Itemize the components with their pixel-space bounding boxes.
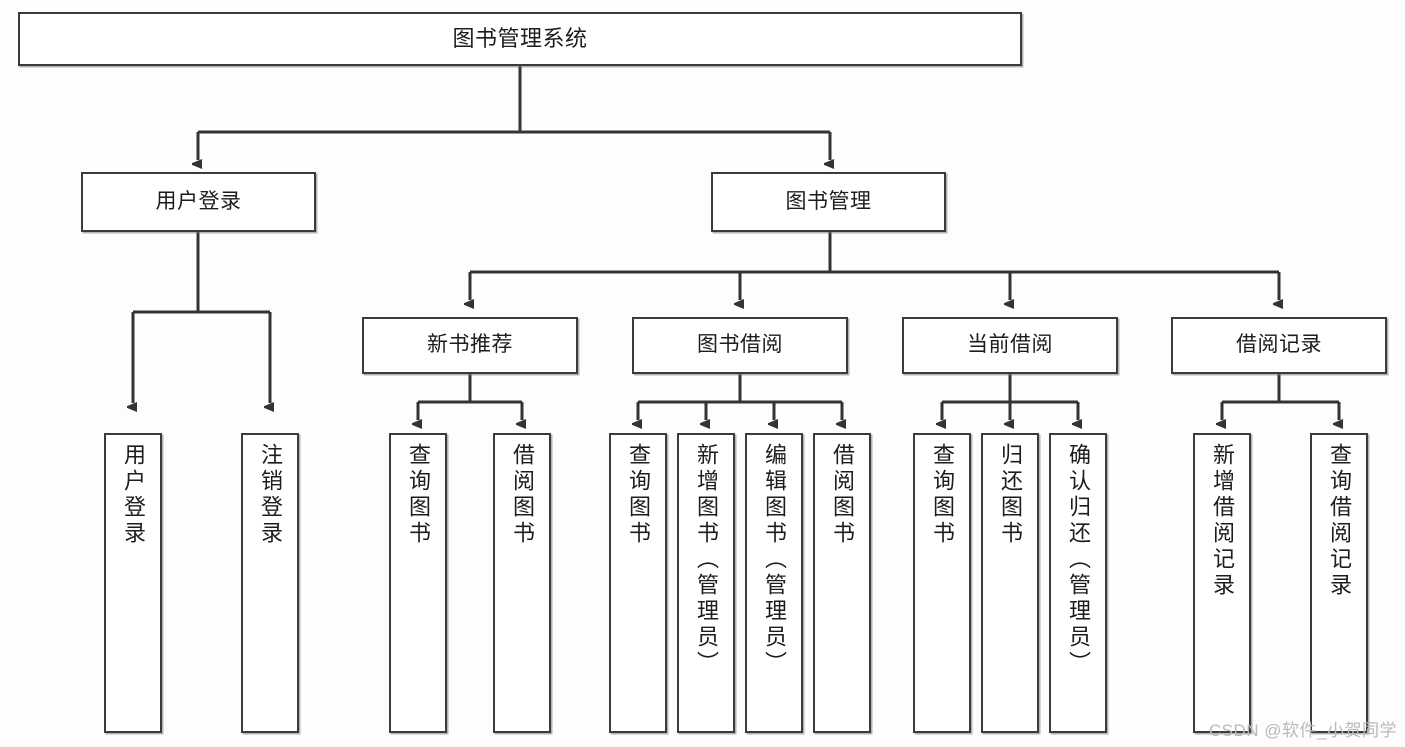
leaf-borrow-query-book[interactable]: 查询图书 [609, 433, 667, 733]
node-label: 图书借阅 [697, 333, 783, 357]
leaf-record-query-record[interactable]: 查询借阅记录 [1310, 433, 1368, 733]
node-label: 新增图书（管理员） [694, 443, 719, 677]
node-book-borrow[interactable]: 图书借阅 [632, 317, 848, 374]
node-label: 查询图书 [406, 443, 431, 547]
node-user-login[interactable]: 用户登录 [81, 172, 316, 232]
leaf-current-return-book[interactable]: 归还图书 [981, 433, 1039, 733]
node-borrow-record[interactable]: 借阅记录 [1171, 317, 1387, 374]
node-label: 注销登录 [258, 443, 283, 547]
watermark-text: CSDN @软件_小贺同学 [1208, 721, 1397, 740]
node-new-book-recommend[interactable]: 新书推荐 [362, 317, 578, 374]
node-book-management[interactable]: 图书管理 [711, 172, 946, 232]
node-label: 用户登录 [155, 189, 242, 213]
node-label: 确认归还（管理员） [1066, 443, 1091, 677]
node-label: 查询图书 [626, 443, 651, 547]
leaf-user-login-logout[interactable]: 注销登录 [241, 433, 299, 733]
node-label: 归还图书 [998, 443, 1023, 547]
node-root-system[interactable]: 图书管理系统 [18, 12, 1022, 66]
node-label: 编辑图书（管理员） [762, 443, 787, 677]
leaf-recommend-query-book[interactable]: 查询图书 [389, 433, 447, 733]
leaf-recommend-borrow-book[interactable]: 借阅图书 [493, 433, 551, 733]
node-label: 新增借阅记录 [1210, 443, 1235, 599]
node-label: 借阅记录 [1236, 333, 1322, 357]
node-label: 查询图书 [930, 443, 955, 547]
leaf-user-login-login[interactable]: 用户登录 [104, 433, 162, 733]
node-label: 借阅图书 [510, 443, 535, 547]
leaf-borrow-borrow-book[interactable]: 借阅图书 [813, 433, 871, 733]
leaf-borrow-add-book[interactable]: 新增图书（管理员） [677, 433, 735, 733]
node-current-borrow[interactable]: 当前借阅 [902, 317, 1118, 374]
node-label: 当前借阅 [967, 333, 1053, 357]
leaf-borrow-edit-book[interactable]: 编辑图书（管理员） [745, 433, 803, 733]
leaf-record-add-record[interactable]: 新增借阅记录 [1193, 433, 1251, 733]
node-label: 用户登录 [121, 443, 146, 547]
node-label: 图书管理系统 [452, 26, 588, 52]
node-label: 借阅图书 [830, 443, 855, 547]
node-label: 图书管理 [785, 189, 872, 213]
node-label: 查询借阅记录 [1327, 443, 1352, 599]
leaf-current-confirm-return[interactable]: 确认归还（管理员） [1049, 433, 1107, 733]
node-label: 新书推荐 [427, 333, 513, 357]
leaf-current-query-book[interactable]: 查询图书 [913, 433, 971, 733]
